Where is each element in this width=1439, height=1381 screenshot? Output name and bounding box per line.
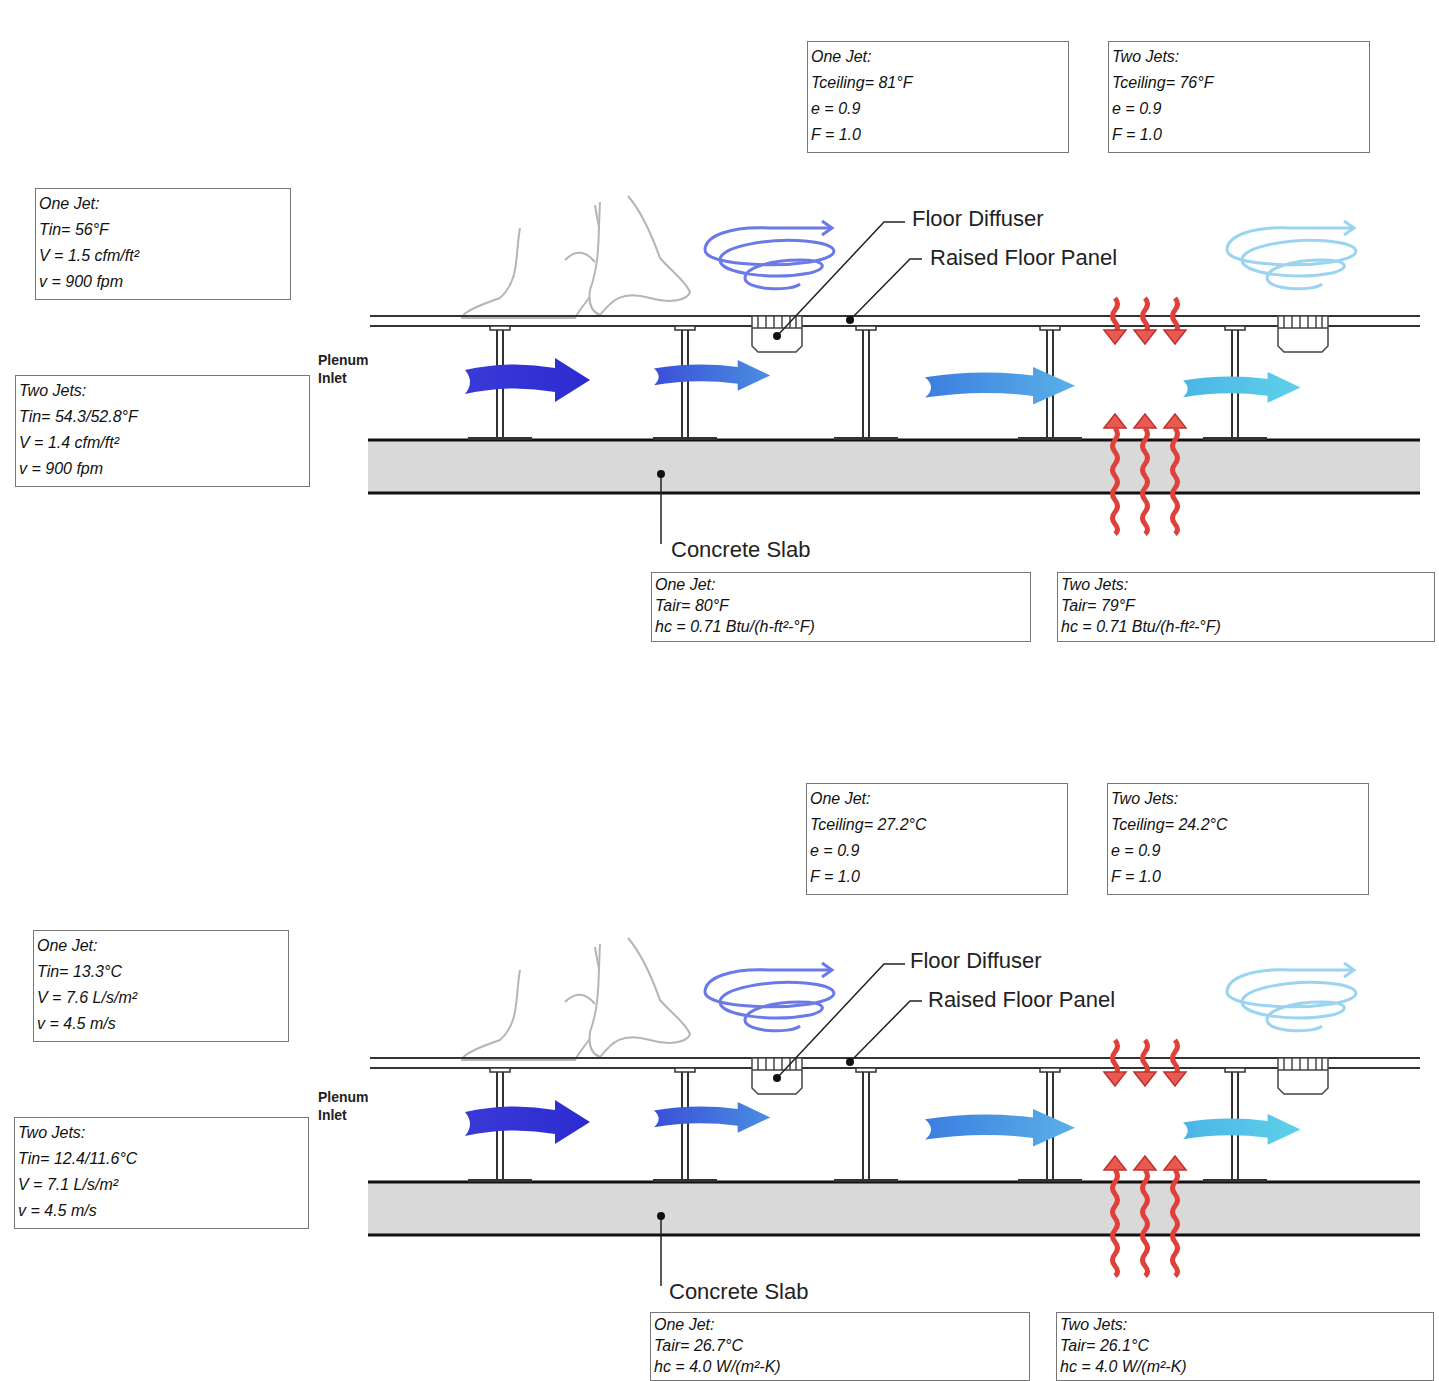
- box-heading: One Jet:: [39, 191, 285, 217]
- part-label: Floor Diffuser: [912, 206, 1044, 232]
- data-box: Two Jets:Tceiling= 24.2°Ce = 0.9F = 1.0: [1107, 783, 1369, 895]
- box-value: v = 900 fpm: [19, 456, 304, 482]
- box-heading: Two Jets:: [19, 378, 304, 404]
- data-box: One Jet:Tin= 56°FV = 1.5 cfm/ft²v = 900 …: [35, 188, 291, 300]
- data-box: Two Jets:Tair= 79°Fhc = 0.71 Btu/(h-ft²-…: [1057, 572, 1435, 642]
- box-value: V = 7.1 L/s/m²: [18, 1172, 303, 1198]
- part-label: Plenum Inlet: [318, 351, 388, 387]
- data-box: Two Jets:Tin= 54.3/52.8°FV = 1.4 cfm/ft²…: [15, 375, 310, 487]
- box-heading: One Jet:: [654, 1314, 1024, 1335]
- box-value: hc = 4.0 W/(m²-K): [654, 1356, 1024, 1377]
- box-value: Tceiling= 27.2°C: [810, 812, 1062, 838]
- panel-metric: [368, 938, 1420, 1286]
- box-value: F = 1.0: [1112, 122, 1364, 148]
- box-value: Tceiling= 76°F: [1112, 70, 1364, 96]
- data-box: Two Jets:Tceiling= 76°Fe = 0.9F = 1.0: [1108, 41, 1370, 153]
- box-value: e = 0.9: [1111, 838, 1363, 864]
- data-box: One Jet:Tair= 80°Fhc = 0.71 Btu/(h-ft²-°…: [651, 572, 1031, 642]
- box-heading: One Jet:: [810, 786, 1062, 812]
- box-value: v = 900 fpm: [39, 269, 285, 295]
- box-heading: Two Jets:: [1060, 1314, 1428, 1335]
- box-value: Tair= 26.7°C: [654, 1335, 1024, 1356]
- box-value: V = 1.5 cfm/ft²: [39, 243, 285, 269]
- box-value: e = 0.9: [810, 838, 1062, 864]
- part-label: Floor Diffuser: [910, 948, 1042, 974]
- data-box: One Jet:Tair= 26.7°Chc = 4.0 W/(m²-K): [650, 1312, 1030, 1381]
- part-label: Raised Floor Panel: [930, 245, 1117, 271]
- box-value: e = 0.9: [811, 96, 1063, 122]
- data-box: Two Jets:Tair= 26.1°Chc = 4.0 W/(m²-K): [1056, 1312, 1434, 1381]
- box-heading: Two Jets:: [1112, 44, 1364, 70]
- box-value: V = 7.6 L/s/m²: [37, 985, 283, 1011]
- box-value: F = 1.0: [810, 864, 1062, 890]
- panel-imperial: [368, 196, 1420, 544]
- box-value: F = 1.0: [1111, 864, 1363, 890]
- box-value: Tceiling= 24.2°C: [1111, 812, 1363, 838]
- box-heading: Two Jets:: [18, 1120, 303, 1146]
- box-value: v = 4.5 m/s: [37, 1011, 283, 1037]
- box-value: Tair= 26.1°C: [1060, 1335, 1428, 1356]
- box-value: hc = 0.71 Btu/(h-ft²-°F): [1061, 616, 1429, 637]
- box-value: Tin= 13.3°C: [37, 959, 283, 985]
- data-box: Two Jets:Tin= 12.4/11.6°CV = 7.1 L/s/m²v…: [14, 1117, 309, 1229]
- box-heading: Two Jets:: [1111, 786, 1363, 812]
- box-heading: Two Jets:: [1061, 574, 1429, 595]
- box-value: V = 1.4 cfm/ft²: [19, 430, 304, 456]
- box-value: F = 1.0: [811, 122, 1063, 148]
- box-value: Tin= 54.3/52.8°F: [19, 404, 304, 430]
- box-value: e = 0.9: [1112, 96, 1364, 122]
- box-value: v = 4.5 m/s: [18, 1198, 303, 1224]
- part-label: Concrete Slab: [671, 537, 810, 563]
- box-value: Tair= 79°F: [1061, 595, 1429, 616]
- box-value: hc = 0.71 Btu/(h-ft²-°F): [655, 616, 1025, 637]
- part-label: Concrete Slab: [669, 1279, 808, 1305]
- data-box: One Jet:Tceiling= 27.2°Ce = 0.9F = 1.0: [806, 783, 1068, 895]
- data-box: One Jet:Tceiling= 81°Fe = 0.9F = 1.0: [807, 41, 1069, 153]
- box-value: Tin= 12.4/11.6°C: [18, 1146, 303, 1172]
- box-value: Tceiling= 81°F: [811, 70, 1063, 96]
- box-heading: One Jet:: [811, 44, 1063, 70]
- part-label: Plenum Inlet: [318, 1088, 388, 1124]
- box-value: hc = 4.0 W/(m²-K): [1060, 1356, 1428, 1377]
- box-value: Tair= 80°F: [655, 595, 1025, 616]
- box-heading: One Jet:: [655, 574, 1025, 595]
- part-label: Raised Floor Panel: [928, 987, 1115, 1013]
- box-value: Tin= 56°F: [39, 217, 285, 243]
- data-box: One Jet:Tin= 13.3°CV = 7.6 L/s/m²v = 4.5…: [33, 930, 289, 1042]
- box-heading: One Jet:: [37, 933, 283, 959]
